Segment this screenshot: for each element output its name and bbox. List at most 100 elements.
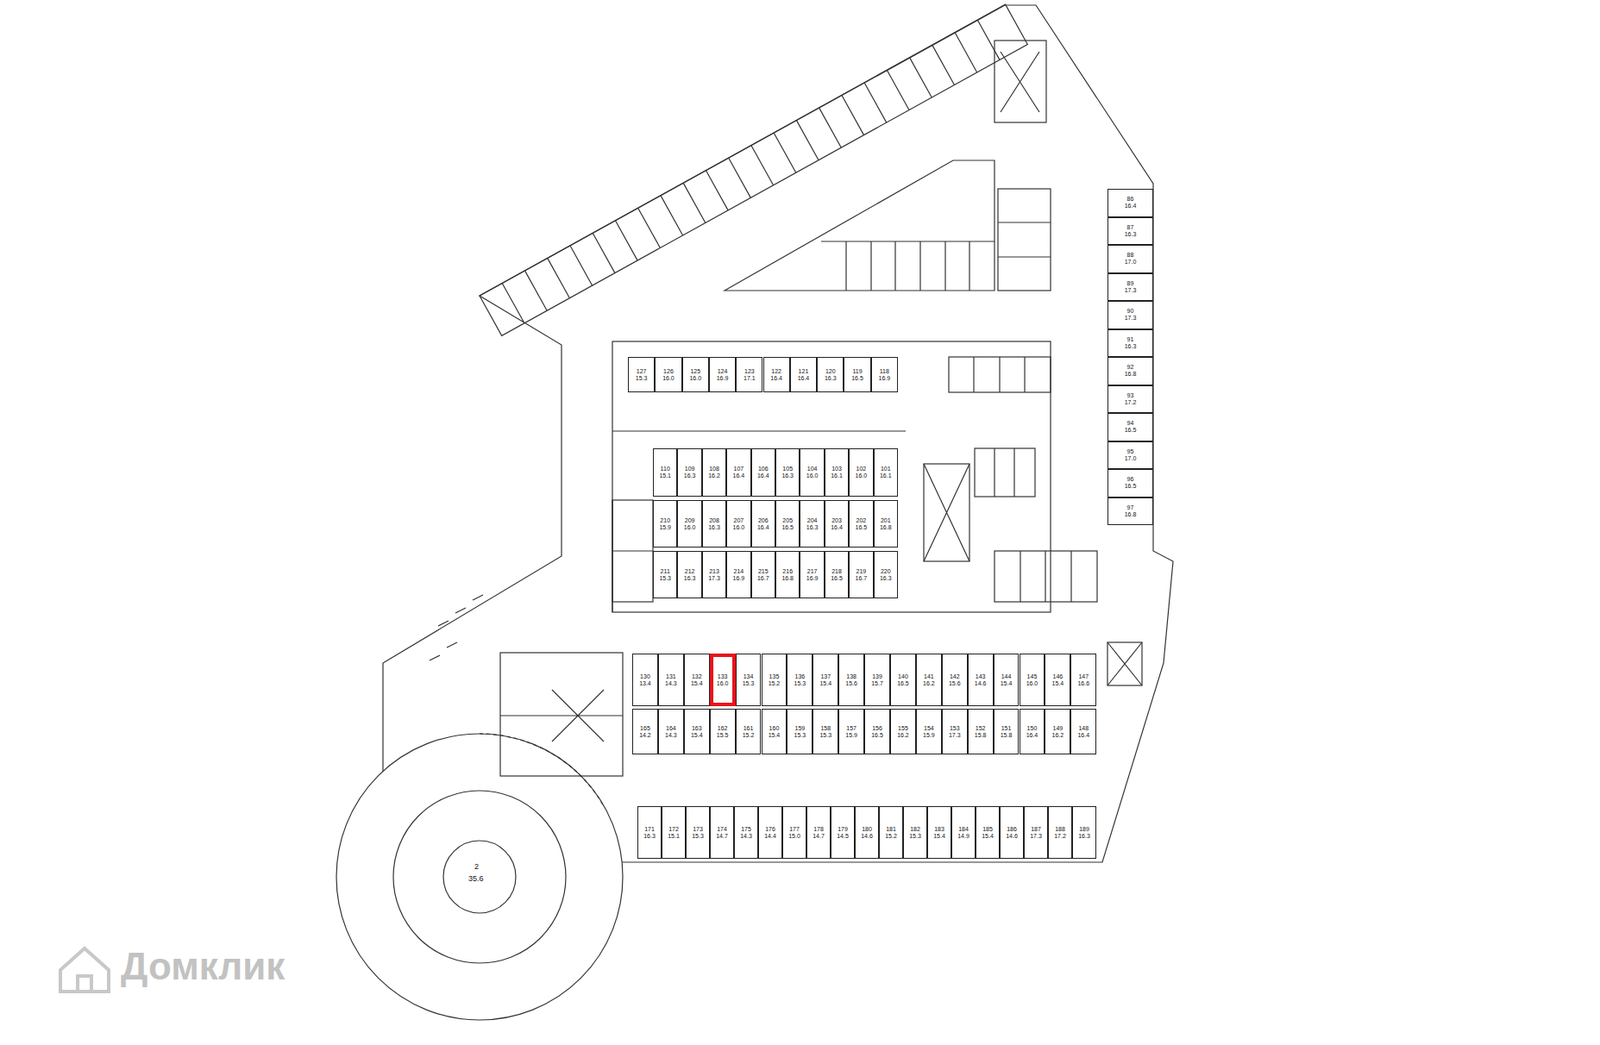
parking-space: 15317.3 (941, 709, 968, 755)
space-number: 178 (813, 826, 824, 834)
space-area: 15.3 (691, 833, 704, 841)
space-number: 209 (684, 517, 696, 525)
space-number: 173 (692, 826, 703, 834)
parking-space: 17215.1 (661, 806, 686, 860)
parking-space: 18817.2 (1047, 806, 1073, 860)
space-area: 15.4 (981, 833, 994, 841)
parking-space: 9716.8 (1107, 497, 1154, 527)
parking-space: 21516.7 (751, 551, 776, 599)
parking-space: 14016.5 (890, 653, 917, 707)
parking-space: 21616.8 (775, 551, 800, 599)
parking-space: 18315.4 (927, 806, 952, 860)
space-number: 86 (1127, 195, 1135, 203)
space-area: 15.4 (768, 732, 781, 740)
space-area: 15.4 (690, 680, 703, 688)
space-number: 136 (794, 673, 805, 681)
parking-space: 20916.0 (677, 500, 702, 548)
space-area: 13.4 (639, 680, 652, 688)
space-area: 16.3 (1078, 833, 1091, 841)
space-area: 15.3 (909, 833, 922, 841)
parking-space: 8817.0 (1107, 244, 1154, 274)
space-number: 174 (716, 826, 728, 834)
parking-space: 8716.3 (1107, 217, 1154, 246)
parking-space: 16115.2 (735, 709, 762, 755)
parking-space: 17315.3 (685, 806, 710, 860)
space-number: 142 (949, 673, 960, 681)
parking-space: 14215.6 (941, 653, 968, 707)
parking-space: 10416.0 (799, 448, 824, 497)
parking-space: 10516.3 (775, 448, 800, 497)
space-number: 146 (1052, 673, 1063, 681)
space-number: 183 (934, 826, 945, 834)
space-number: 144 (1001, 673, 1012, 681)
parking-space: 15915.3 (786, 709, 813, 755)
ramp-area: 35.6 (468, 874, 484, 884)
space-area: 16.8 (1124, 511, 1137, 519)
space-number: 95 (1127, 448, 1135, 456)
space-area: 16.0 (855, 472, 868, 480)
space-number: 126 (663, 368, 674, 376)
parking-space: 13114.3 (658, 653, 684, 707)
space-number: 207 (734, 517, 745, 525)
parking-space: 14415.4 (993, 653, 1020, 707)
parking-space: 8917.3 (1107, 273, 1154, 302)
parking-space: 9116.3 (1107, 329, 1154, 358)
space-area: 14.7 (715, 833, 728, 841)
space-number: 162 (717, 725, 728, 733)
space-number: 218 (831, 568, 842, 576)
space-number: 160 (769, 725, 780, 733)
parking-space: 20416.3 (799, 500, 824, 548)
parking-space: 11015.1 (652, 448, 678, 497)
parking-space: 13615.3 (786, 653, 813, 707)
space-number: 176 (765, 826, 776, 834)
space-area: 16.3 (806, 524, 819, 532)
space-number: 88 (1127, 251, 1135, 259)
space-area: 17.3 (708, 575, 721, 583)
space-number: 154 (923, 725, 935, 733)
space-area: 14.3 (665, 680, 678, 688)
space-number: 109 (684, 465, 696, 473)
parking-space: 9317.2 (1107, 385, 1154, 415)
parking-space: 14816.4 (1070, 709, 1097, 755)
space-number: 106 (758, 465, 769, 473)
parking-space: 21115.3 (652, 551, 678, 599)
ramp-number: 2 (474, 862, 479, 872)
space-area: 17.2 (1124, 399, 1137, 407)
space-area: 16.9 (806, 575, 819, 583)
space-area: 16.2 (922, 680, 935, 688)
space-area: 16.3 (643, 833, 656, 841)
space-number: 143 (975, 673, 986, 681)
parking-space: 13316.0 (709, 653, 736, 707)
space-number: 125 (690, 368, 701, 376)
parking-space: 9416.5 (1107, 413, 1154, 442)
space-area: 16.4 (797, 375, 810, 383)
parking-space: 11916.5 (843, 357, 871, 393)
space-number: 219 (856, 568, 867, 576)
parking-space: 18115.2 (878, 806, 904, 860)
parking-space: 10816.2 (702, 448, 727, 497)
space-number: 123 (744, 368, 755, 376)
parking-space: 16514.2 (632, 709, 659, 755)
parking-space: 15715.9 (838, 709, 865, 755)
space-area: 16.5 (1124, 483, 1137, 490)
space-area: 17.3 (1029, 833, 1042, 841)
space-area: 17.3 (948, 732, 961, 740)
parking-space: 14516.0 (1019, 653, 1046, 707)
parking-space: 14916.2 (1044, 709, 1071, 755)
parking-space: 13515.2 (761, 653, 788, 707)
space-area: 15.3 (794, 680, 807, 688)
space-area: 16.5 (1124, 426, 1137, 434)
space-area: 15.7 (871, 680, 884, 688)
space-number: 185 (982, 826, 993, 834)
space-number: 163 (691, 725, 703, 733)
parking-space: 18215.3 (903, 806, 928, 860)
space-area: 16.5 (871, 732, 884, 740)
space-area: 17.1 (743, 375, 756, 383)
space-number: 121 (798, 368, 810, 376)
watermark: Домклик (120, 945, 285, 989)
parking-space: 17715.0 (782, 806, 807, 860)
space-area: 15.5 (716, 732, 729, 740)
space-number: 213 (709, 568, 720, 576)
space-area: 16.7 (757, 575, 770, 583)
parking-space: 10216.0 (848, 448, 873, 497)
